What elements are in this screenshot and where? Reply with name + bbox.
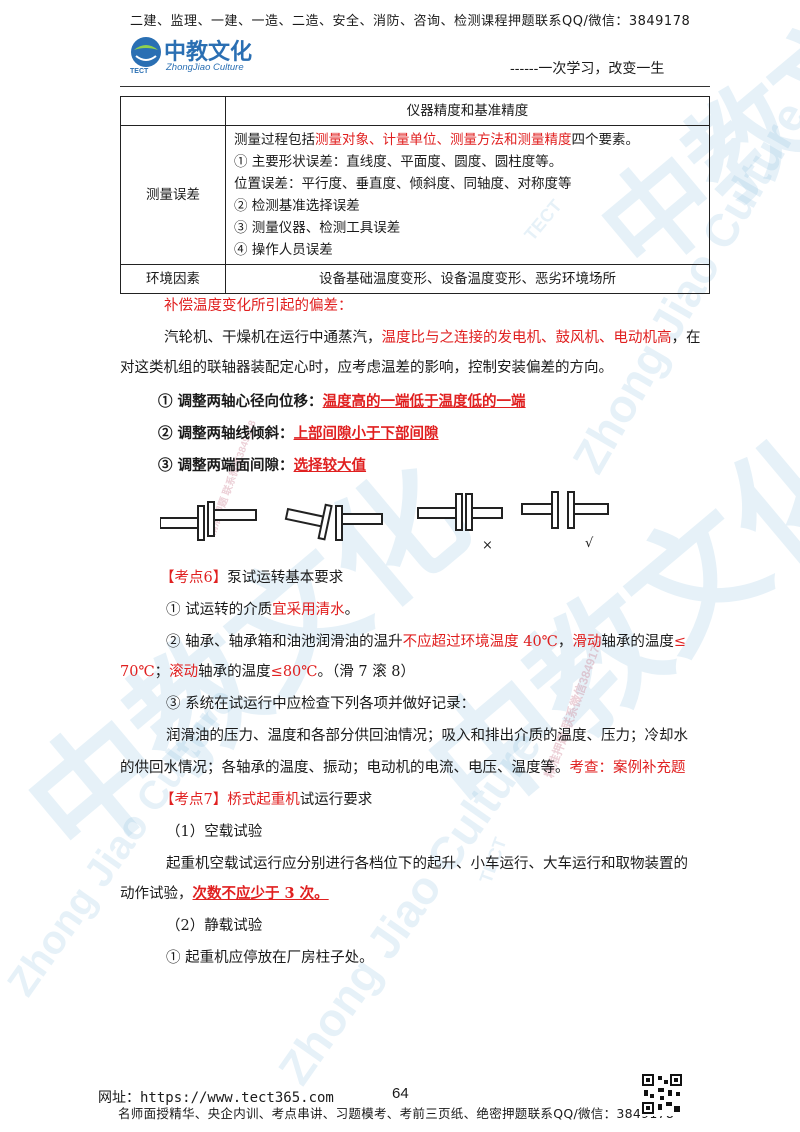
keypoint-heading: 【考点7】桥式起重机试运行要求	[160, 792, 373, 808]
logo-text: 中教文化	[164, 40, 253, 65]
header-divider	[120, 86, 710, 87]
table-cell-line: 测量过程包括测量对象、计量单位、测量方法和测量精度四个要素。	[234, 132, 639, 148]
paragraph: 的供回水情况；各轴承的温度、振动；电动机的电流、电压、温度等。考查：案例补充题	[120, 760, 686, 776]
keypoint-heading: 【考点6】泵试运转基本要求	[160, 570, 344, 586]
paragraph: 润滑油的压力、温度和各部分供回油情况；吸入和排出介质的温度、压力；冷却水	[166, 728, 688, 744]
table-cell-line: 位置误差：平行度、垂直度、倾斜度、同轴度、对称度等	[234, 176, 572, 192]
list-item: ② 轴承、轴承箱和油池润滑油的温升不应超过环境温度 40℃，滑动轴承的温度≤	[166, 634, 687, 650]
wrong-mark: ×	[482, 538, 493, 553]
brand-logo: 中教文化 ZhongJiao Culture TECT	[128, 34, 258, 78]
list-item: ① 试运转的介质宜采用清水。	[166, 602, 360, 618]
table-cell: 仪器精度和基准精度	[225, 96, 710, 126]
table-row-label: 测量误差	[120, 125, 226, 265]
logo-tect: TECT	[130, 68, 149, 75]
table-row: 仪器精度和基准精度	[120, 96, 710, 126]
correct-mark: √	[585, 536, 594, 551]
rule-item: ② 调整两轴线倾斜：上部间隙小于下部间隙	[158, 425, 439, 442]
table-row: 环境因素 设备基础温度变形、设备温度变形、恶劣环境场所	[120, 264, 710, 294]
rule-item: ① 调整两轴心径向位移：温度高的一端低于温度低的一端	[158, 393, 526, 410]
table-cell: 设备基础温度变形、设备温度变形、恶劣环境场所	[225, 264, 710, 294]
subsection-title: （2）静载试验	[166, 918, 263, 934]
logo-subtext: ZhongJiao Culture	[166, 62, 244, 73]
table-cell-line: ④ 操作人员误差	[234, 242, 333, 258]
table-cell-line: ① 主要形状误差：直线度、平面度、圆度、圆柱度等。	[234, 154, 563, 170]
table-cell-line: ③ 测量仪器、检测工具误差	[234, 220, 401, 236]
paragraph: 动作试验，次数不应少于 3 次。	[120, 885, 329, 902]
watermark-brand: 中教文化	[400, 399, 800, 846]
table-row: 测量误差 测量过程包括测量对象、计量单位、测量方法和测量精度四个要素。 ① 主要…	[120, 125, 710, 265]
rule-item: ③ 调整两端面间隙：选择较大值	[158, 457, 367, 474]
coupling-alignment-figure	[160, 491, 609, 541]
footer-website-link[interactable]: 网址：https://www.tect365.com	[98, 1090, 334, 1106]
table-cell	[120, 96, 226, 126]
error-factor-table: 仪器精度和基准精度 测量误差 测量过程包括测量对象、计量单位、测量方法和测量精度…	[120, 96, 710, 294]
subsection-title: （1）空载试验	[166, 824, 263, 840]
header-slogan: ------一次学习，改变一生	[510, 61, 665, 77]
logo-globe-icon	[131, 37, 161, 67]
list-item-continued: 70℃；滚动轴承的温度≤80℃。（滑 7 滚 8）	[120, 664, 416, 680]
table-cell: 测量过程包括测量对象、计量单位、测量方法和测量精度四个要素。 ① 主要形状误差：…	[225, 125, 710, 265]
header-contact-line: 二建、监理、一建、一造、二造、安全、消防、咨询、检测课程押题联系QQ/微信：38…	[130, 14, 691, 29]
paragraph: 起重机空载试运行应分别进行各档位下的起升、小车运行、大车运行和取物装置的	[166, 856, 688, 872]
qr-code-icon	[640, 1072, 684, 1116]
table-row-label: 环境因素	[120, 264, 226, 294]
paragraph: 对这类机组的联轴器装配定心时，应考虑温差的影响，控制安装偏差的方向。	[120, 360, 613, 376]
list-item: ① 起重机应停放在厂房柱子处。	[166, 950, 374, 966]
page-number: 64	[392, 1085, 409, 1102]
table-cell-line: ② 检测基准选择误差	[234, 198, 360, 214]
footer-contact-line: 名师面授精华、央企内训、考点串讲、习题模考、考前三页纸、绝密押题联系QQ/微信：…	[118, 1106, 675, 1121]
section-title: 补偿温度变化所引起的偏差：	[164, 298, 353, 314]
paragraph: 汽轮机、干燥机在运行中通蒸汽，温度比与之连接的发电机、鼓风机、电动机高，在	[164, 330, 701, 346]
list-item: ③ 系统在试运行中应检查下列各项并做好记录：	[166, 696, 476, 712]
